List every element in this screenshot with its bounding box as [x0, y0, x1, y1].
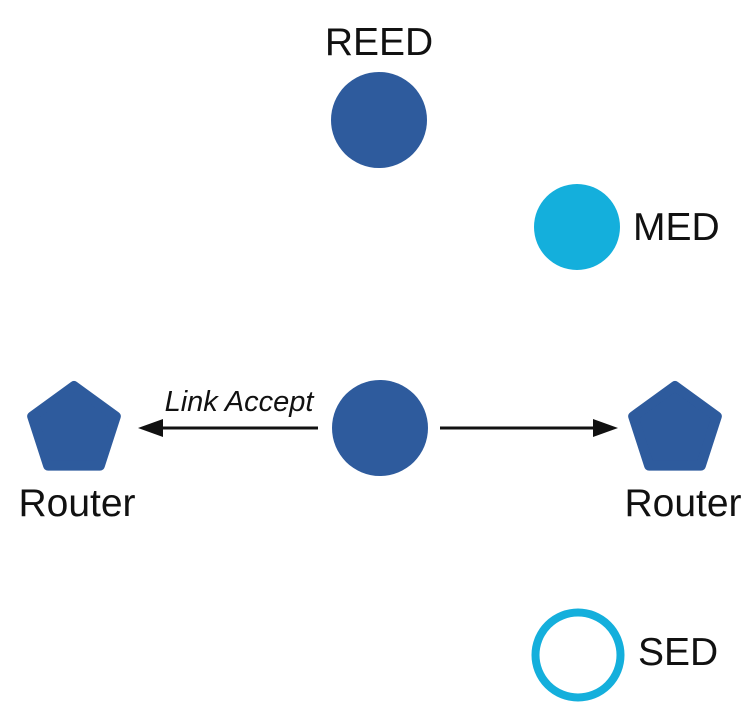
right-arrowhead-icon [593, 419, 618, 437]
reed-node-circle [331, 72, 427, 168]
router-left-pentagon [27, 381, 121, 471]
router-left-label: Router [18, 482, 135, 525]
router-right-pentagon [628, 381, 722, 471]
sed-node-circle [531, 608, 625, 702]
sed-node-label: SED [638, 631, 718, 674]
left-arrowhead-icon [138, 419, 163, 437]
router-right-label: Router [624, 482, 741, 525]
link-accept-edge-label: Link Accept [165, 386, 316, 418]
central-node-circle [332, 380, 428, 476]
med-node-label: MED [633, 206, 720, 249]
med-node-circle [534, 184, 620, 270]
reed-node-label: REED [325, 21, 433, 64]
